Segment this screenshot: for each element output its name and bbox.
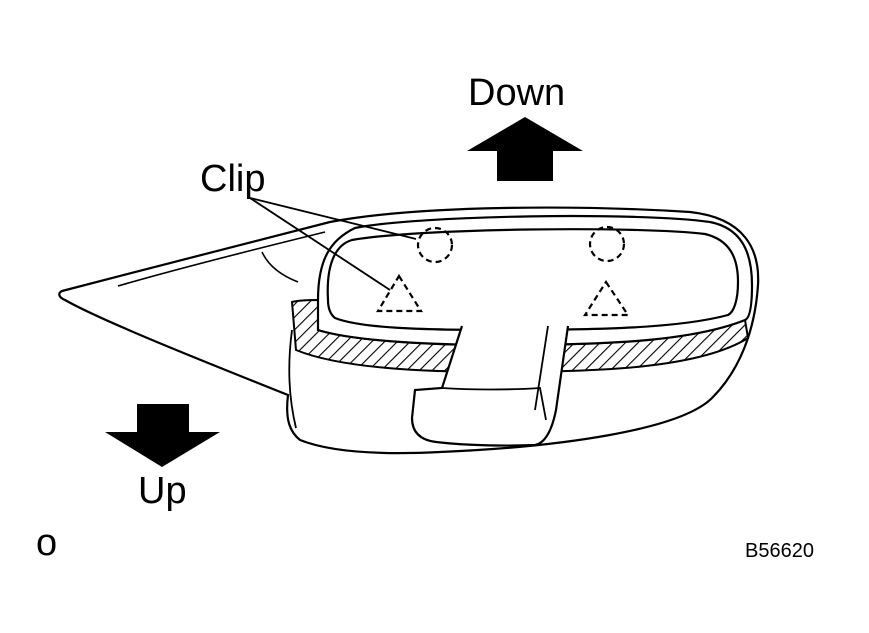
down-label: Down — [468, 72, 566, 114]
housing-inner-line-2 — [261, 251, 299, 283]
clip-triangle-marker-right — [582, 279, 631, 317]
clip-triangle-marker-left — [376, 273, 423, 313]
mirror-bracket — [410, 325, 570, 447]
up-label: Up — [138, 470, 187, 512]
clip-leader-line-1 — [249, 197, 417, 240]
bracket-fold-line — [534, 325, 549, 411]
housing-lower-curve — [288, 329, 297, 429]
corner-mark: o — [36, 522, 58, 564]
housing-inner-line — [117, 231, 326, 287]
mirror-glass — [326, 228, 740, 332]
clip-leader-line-2 — [249, 197, 391, 291]
down-arrow-icon — [467, 117, 583, 181]
clip-circle-marker-left — [416, 226, 454, 264]
clip-label: Clip — [200, 158, 266, 200]
up-arrow-icon — [105, 404, 220, 467]
clip-circle-marker-right — [588, 225, 626, 263]
figure-code: B56620 — [745, 540, 814, 562]
